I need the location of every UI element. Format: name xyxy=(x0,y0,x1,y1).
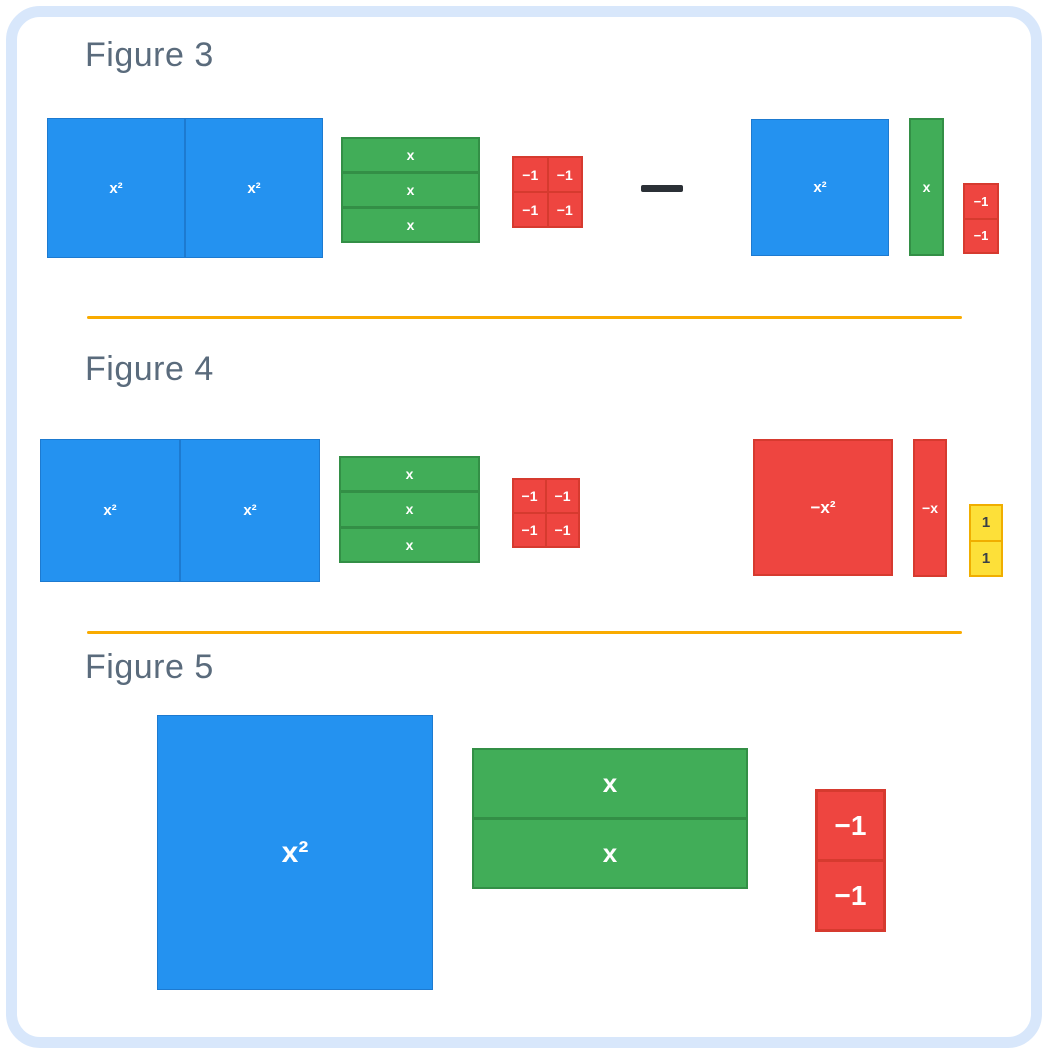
figure-4-neg1-grid: −1 −1 −1 −1 xyxy=(512,478,580,548)
figure-5-heading: Figure 5 xyxy=(85,648,214,686)
x2-tile: x² xyxy=(41,440,179,581)
x2-tile: x² xyxy=(752,120,888,255)
neg1-tile: −1 xyxy=(818,862,883,929)
x-tile: x xyxy=(341,493,478,526)
neg1-tile: −1 xyxy=(818,792,883,859)
neg1-tile: −1 xyxy=(514,480,545,512)
x2-tile: x² xyxy=(181,440,319,581)
minus-operator-icon xyxy=(641,185,683,192)
x-tile: x xyxy=(343,139,478,171)
figure-5-x-stack: x x xyxy=(472,748,748,889)
figure-3-x2-pair: x² x² xyxy=(47,118,323,258)
section-divider xyxy=(87,631,962,634)
x-tile: x xyxy=(474,820,746,887)
x2-tile: x² xyxy=(48,119,184,257)
neg1-tile: −1 xyxy=(547,514,578,546)
figure-3-result-x-bar: x xyxy=(909,118,944,256)
neg-x-tile: −x xyxy=(915,441,945,575)
one-tile: 1 xyxy=(971,506,1001,540)
x2-tile: x² xyxy=(158,716,432,989)
x2-tile: x² xyxy=(186,119,322,257)
neg1-tile: −1 xyxy=(514,514,545,546)
x-tile: x xyxy=(474,750,746,817)
x-tile: x xyxy=(341,458,478,491)
x-tile: x xyxy=(341,528,478,561)
figure-3-heading: Figure 3 xyxy=(85,36,214,74)
figure-3-x-stack: x x x xyxy=(341,137,480,243)
figure-4-one-col: 1 1 xyxy=(969,504,1003,577)
figure-4-x-stack: x x x xyxy=(339,456,480,563)
x-tile: x xyxy=(911,120,942,254)
neg1-tile: −1 xyxy=(514,158,547,191)
neg1-tile: −1 xyxy=(514,193,547,226)
neg1-tile: −1 xyxy=(965,219,997,252)
neg1-tile: −1 xyxy=(548,158,581,191)
figure-5-neg1-col: −1 −1 xyxy=(815,789,886,932)
figure-3-result-neg1-col: −1 −1 xyxy=(963,183,999,254)
figure-3-neg1-grid: −1 −1 −1 −1 xyxy=(512,156,583,228)
figure-4-neg-x-bar: −x xyxy=(913,439,947,577)
x-tile: x xyxy=(343,174,478,206)
section-divider xyxy=(87,316,962,319)
x-tile: x xyxy=(343,209,478,241)
neg1-tile: −1 xyxy=(965,185,997,218)
figure-4-neg-x2-square: −x² xyxy=(753,439,893,576)
neg1-tile: −1 xyxy=(548,193,581,226)
figure-3-result-x2: x² xyxy=(751,119,889,256)
neg1-tile: −1 xyxy=(547,480,578,512)
figure-4-x2-pair: x² x² xyxy=(40,439,320,582)
figure-5-x2-square: x² xyxy=(157,715,433,990)
one-tile: 1 xyxy=(971,541,1001,575)
figure-4-heading: Figure 4 xyxy=(85,350,214,388)
neg-x2-tile: −x² xyxy=(755,441,891,574)
